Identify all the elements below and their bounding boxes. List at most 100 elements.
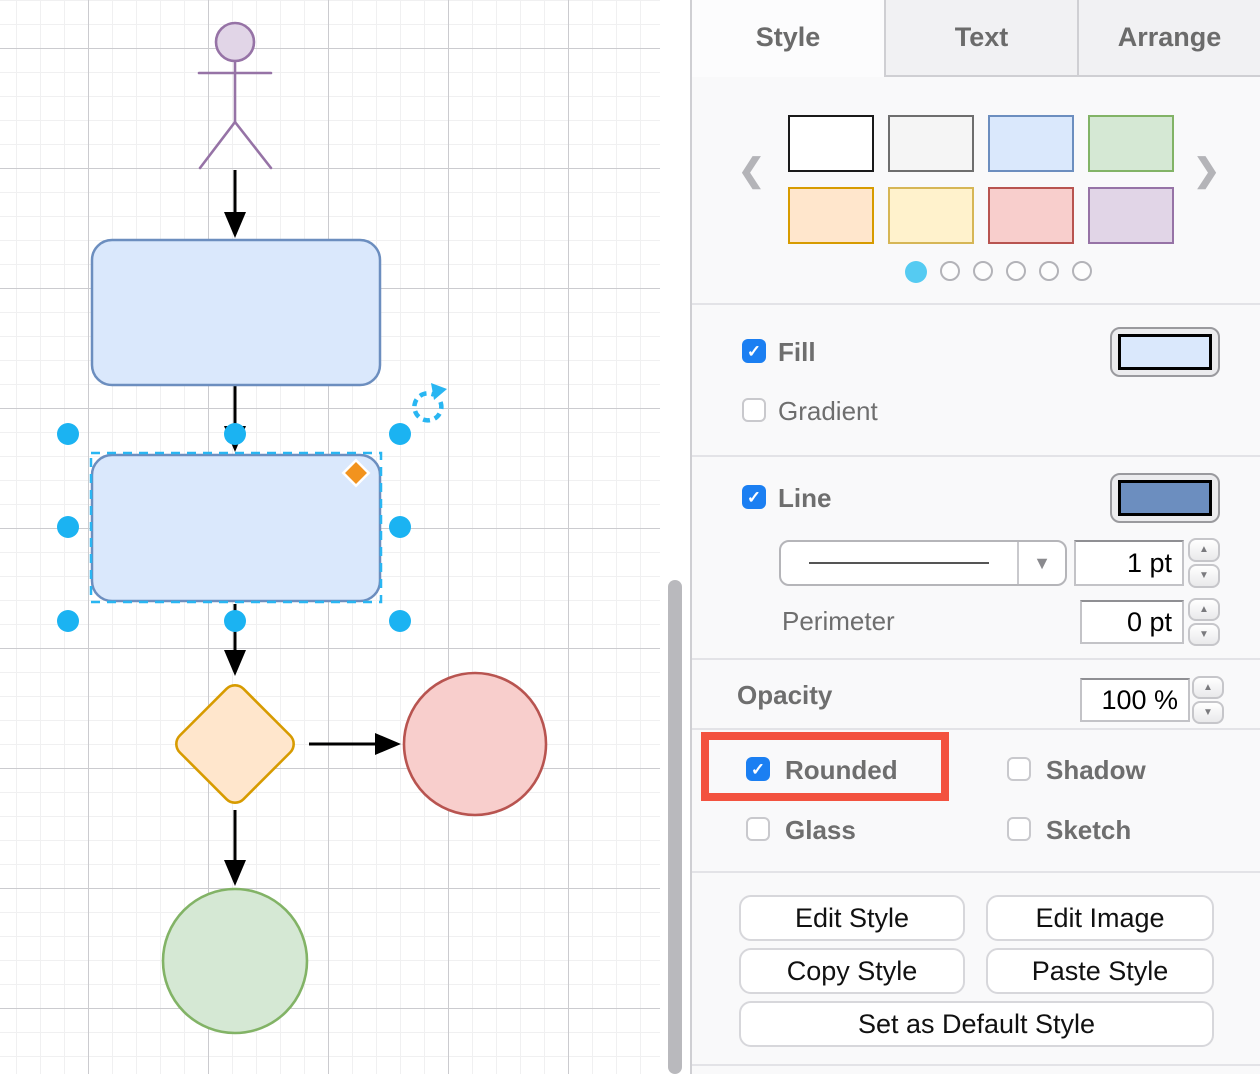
- carousel-next-icon[interactable]: ❯: [1193, 152, 1220, 188]
- style-swatch-yellow[interactable]: [888, 187, 974, 244]
- process-shape-2-selected[interactable]: [90, 453, 382, 603]
- style-swatch-gray[interactable]: [888, 115, 974, 172]
- gradient-checkbox[interactable]: [742, 398, 766, 422]
- line-style-dropdown[interactable]: ▼: [779, 540, 1067, 586]
- line-width-input[interactable]: 1 pt: [1074, 540, 1184, 586]
- resize-handle-sw[interactable]: [57, 610, 79, 632]
- resize-handle-e[interactable]: [389, 516, 411, 538]
- stepper-down-icon[interactable]: ▼: [1188, 564, 1220, 588]
- arrowhead: [375, 733, 401, 755]
- sketch-checkbox[interactable]: [1007, 817, 1031, 841]
- carousel-dot-2[interactable]: [939, 261, 960, 281]
- check-icon: ✓: [746, 341, 762, 361]
- rotate-icon[interactable]: [412, 383, 447, 423]
- shape-options-section: ✓ Rounded Shadow Glass Sketch: [692, 730, 1260, 873]
- resize-handle-n[interactable]: [224, 423, 246, 445]
- line-width-stepper: ▲ ▼: [1188, 538, 1220, 588]
- carousel-dot-4[interactable]: [1005, 261, 1026, 281]
- format-panel: Style Text Arrange ❮ ❯ ✓ Fill Gradient ✓…: [690, 0, 1260, 1074]
- style-presets-section: ❮ ❯: [692, 77, 1260, 305]
- shadow-label: Shadow: [1046, 755, 1146, 785]
- fill-checkbox[interactable]: ✓: [742, 339, 766, 363]
- style-swatch-purple[interactable]: [1088, 187, 1174, 244]
- diagram-canvas[interactable]: [0, 0, 660, 1074]
- fill-color-preview: [1118, 334, 1212, 370]
- dropdown-arrow-icon: ▼: [1017, 542, 1065, 584]
- carousel-dot-6[interactable]: [1071, 261, 1092, 281]
- rounded-label: Rounded: [785, 755, 898, 785]
- set-default-style-button[interactable]: Set as Default Style: [739, 1001, 1214, 1047]
- line-section: ✓ Line ▼ 1 pt ▲ ▼ Perimeter 0 pt ▲ ▼: [692, 457, 1260, 660]
- carousel-page-dots: [692, 261, 1260, 283]
- gradient-label: Gradient: [778, 396, 878, 426]
- line-color-button[interactable]: [1110, 473, 1220, 523]
- stepper-up-icon[interactable]: ▲: [1188, 598, 1220, 621]
- carousel-dot-1[interactable]: [904, 261, 927, 283]
- tab-arrange[interactable]: Arrange: [1077, 0, 1260, 77]
- scrollbar-track: [660, 0, 690, 1074]
- tab-style[interactable]: Style: [692, 0, 884, 77]
- fill-label: Fill: [778, 337, 816, 367]
- style-swatch-blue[interactable]: [988, 115, 1074, 172]
- opacity-label: Opacity: [737, 680, 833, 710]
- fill-color-button[interactable]: [1110, 327, 1220, 377]
- resize-handle-ne[interactable]: [389, 423, 411, 445]
- resize-handle-s[interactable]: [224, 610, 246, 632]
- edit-style-button[interactable]: Edit Style: [739, 895, 965, 941]
- tab-text[interactable]: Text: [884, 0, 1077, 77]
- paste-style-button[interactable]: Paste Style: [986, 948, 1214, 994]
- format-tabbar: Style Text Arrange: [692, 0, 1260, 77]
- selection-dashed-outline: [89, 451, 383, 604]
- check-icon: ✓: [746, 487, 762, 507]
- opacity-section: Opacity 100 % ▲ ▼: [692, 660, 1260, 730]
- arrowhead: [224, 212, 246, 238]
- process-shape-1[interactable]: [90, 238, 382, 387]
- sketch-label: Sketch: [1046, 815, 1132, 845]
- end-circle-green[interactable]: [161, 887, 309, 1035]
- glass-label: Glass: [785, 815, 856, 845]
- vertical-scrollbar-thumb[interactable]: [668, 580, 682, 1074]
- stepper-up-icon[interactable]: ▲: [1188, 538, 1220, 562]
- style-swatch-green[interactable]: [1088, 115, 1174, 172]
- line-checkbox[interactable]: ✓: [742, 485, 766, 509]
- decision-diamond-shape[interactable]: [171, 680, 298, 807]
- glass-checkbox[interactable]: [746, 817, 770, 841]
- fill-section: ✓ Fill Gradient: [692, 305, 1260, 457]
- line-label: Line: [778, 483, 832, 513]
- stepper-up-icon[interactable]: ▲: [1192, 676, 1224, 699]
- resize-handle-nw[interactable]: [57, 423, 79, 445]
- actor-leg: [198, 120, 237, 170]
- carousel-dot-3[interactable]: [972, 261, 993, 281]
- perimeter-label: Perimeter: [782, 606, 895, 636]
- style-swatch-orange[interactable]: [788, 187, 874, 244]
- style-swatch-red[interactable]: [988, 187, 1074, 244]
- opacity-input[interactable]: 100 %: [1080, 678, 1190, 722]
- perimeter-stepper: ▲ ▼: [1188, 598, 1220, 646]
- check-icon: ✓: [750, 759, 766, 779]
- style-actions-section: Edit Style Edit Image Copy Style Paste S…: [692, 873, 1260, 1066]
- copy-style-button[interactable]: Copy Style: [739, 948, 965, 994]
- diagram-layer: [57, 21, 548, 1035]
- stepper-down-icon[interactable]: ▼: [1192, 701, 1224, 724]
- style-swatch-white[interactable]: [788, 115, 874, 172]
- shadow-checkbox[interactable]: [1007, 757, 1031, 781]
- resize-handle-se[interactable]: [389, 610, 411, 632]
- arrowhead: [224, 650, 246, 676]
- resize-handle-w[interactable]: [57, 516, 79, 538]
- rotate-arc: [412, 391, 444, 423]
- carousel-prev-icon[interactable]: ❮: [738, 152, 765, 188]
- carousel-dot-5[interactable]: [1038, 261, 1059, 281]
- actor-shape[interactable]: [197, 21, 273, 170]
- corner-radius-handle[interactable]: [341, 458, 371, 488]
- actor-head: [214, 21, 256, 63]
- line-color-preview: [1118, 480, 1212, 516]
- edit-image-button[interactable]: Edit Image: [986, 895, 1214, 941]
- color-swatch-grid: [788, 115, 1174, 244]
- perimeter-input[interactable]: 0 pt: [1080, 600, 1184, 644]
- annotation-highlight-box: [701, 732, 949, 801]
- arrowhead: [224, 860, 246, 886]
- rounded-checkbox[interactable]: ✓: [746, 757, 770, 781]
- stepper-down-icon[interactable]: ▼: [1188, 623, 1220, 646]
- selection-overlay: [57, 383, 447, 632]
- end-circle-red[interactable]: [402, 671, 548, 817]
